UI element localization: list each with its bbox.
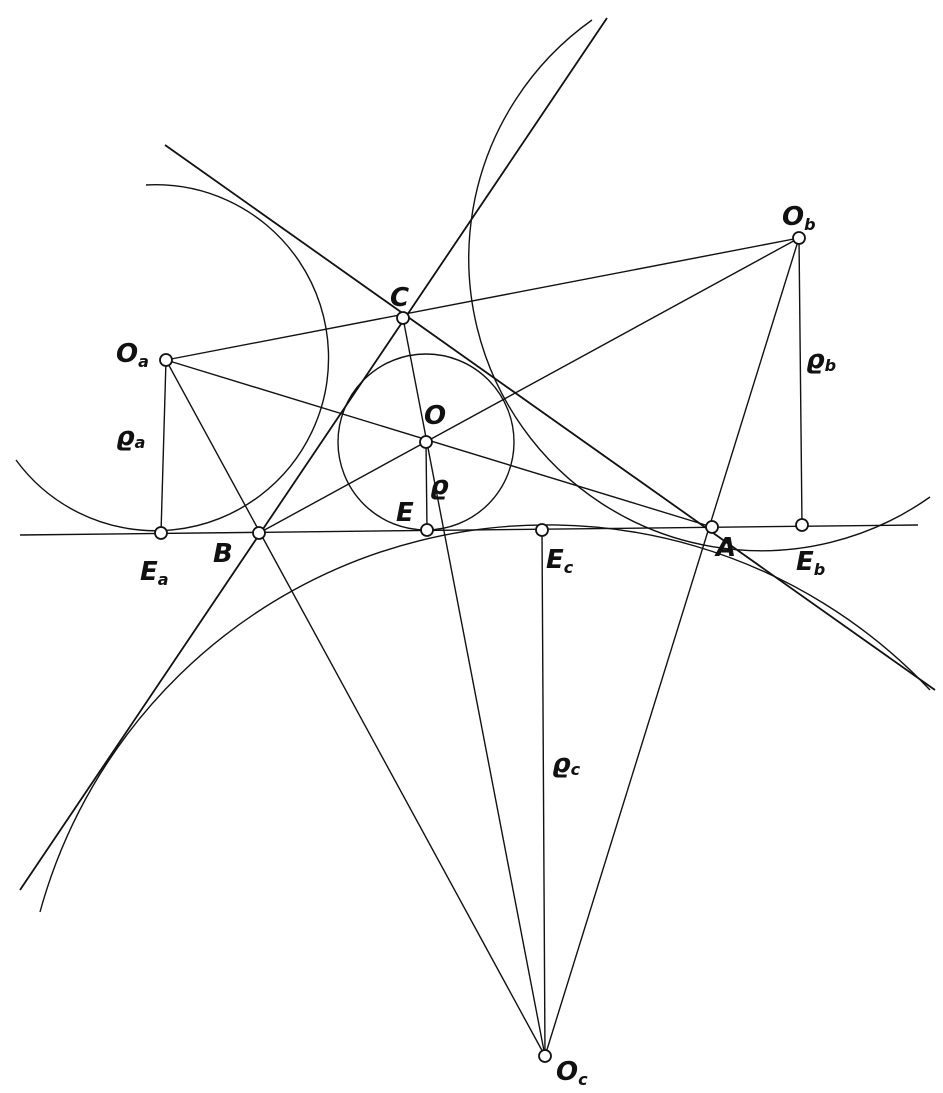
line-ob-b — [258, 237, 800, 534]
line-ac — [164, 144, 936, 691]
point-c — [396, 311, 410, 325]
excircle-a — [15, 184, 330, 532]
excircle-b — [468, 19, 931, 552]
point-ea — [154, 526, 168, 540]
point-oa — [159, 353, 173, 367]
label-rho-a: ϱa — [116, 422, 145, 452]
label-oa: Oa — [116, 339, 149, 371]
line-oa-a — [165, 359, 713, 528]
label-rho-b: ϱb — [806, 345, 836, 375]
radius-in — [425, 441, 428, 531]
point-oc — [538, 1049, 552, 1063]
point-e — [420, 523, 434, 537]
label-eb: Eb — [796, 547, 825, 579]
point-eb — [795, 518, 809, 532]
line-ob-oc — [544, 237, 800, 1057]
label-b: B — [213, 539, 233, 569]
point-b — [252, 526, 266, 540]
label-rho-c: ϱc — [552, 749, 581, 779]
excircle-c — [39, 524, 931, 913]
label-c: C — [390, 283, 409, 313]
label-a: A — [714, 533, 736, 563]
line-ab — [19, 524, 919, 536]
line-oa-oc — [165, 359, 546, 1057]
line-bc — [19, 17, 608, 891]
radius-c — [541, 529, 546, 1057]
label-rho: ϱ — [430, 471, 449, 501]
label-oc: Oc — [556, 1057, 588, 1089]
label-e: E — [396, 498, 414, 528]
line-oa-ob — [165, 237, 800, 361]
point-o — [419, 435, 433, 449]
label-ob: Ob — [782, 202, 816, 234]
label-ea: Ea — [140, 557, 169, 589]
point-ec — [535, 523, 549, 537]
point-a — [705, 520, 719, 534]
label-ec: Ec — [546, 545, 574, 577]
radius-b — [798, 237, 803, 526]
radius-a — [160, 359, 167, 534]
label-o: O — [424, 401, 446, 431]
point-ob — [792, 231, 806, 245]
